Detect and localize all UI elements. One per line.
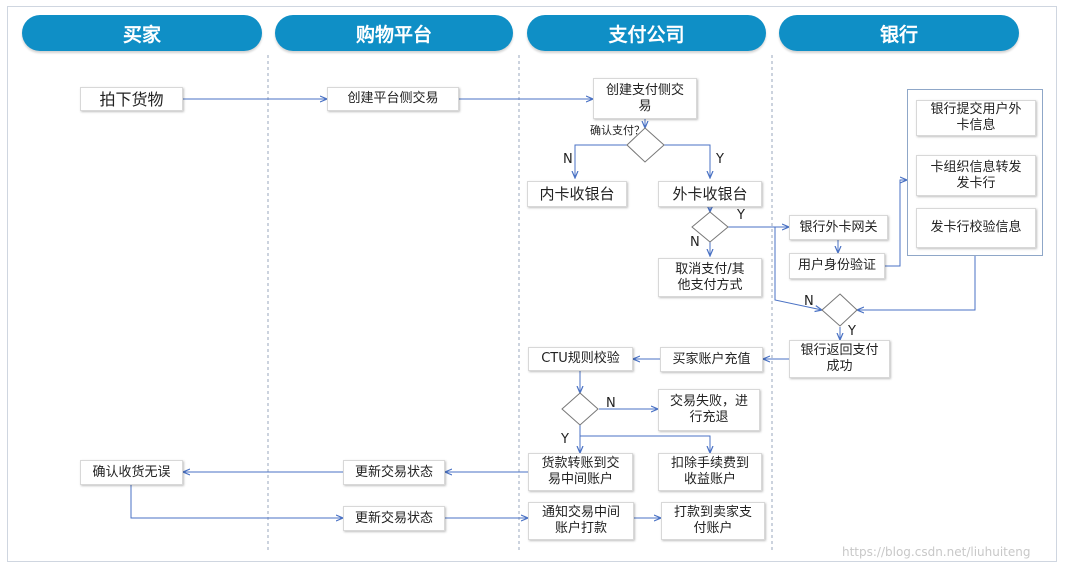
node-identity-verify: 用户身份验证 xyxy=(789,253,885,279)
diagram-frame xyxy=(7,6,1057,562)
arrow-gateway-to-diamond3 xyxy=(774,227,822,310)
decision-diamond-bank xyxy=(821,293,858,327)
label-y-external: Y xyxy=(716,152,724,167)
lane-header-buyer: 买家 xyxy=(22,15,262,51)
node-bank-submit: 银行提交用户外卡信息 xyxy=(916,100,1036,136)
arrow-identity-to-group xyxy=(885,180,907,267)
arrow-confirm-to-update2 xyxy=(130,485,343,518)
node-notify-mid: 通知交易中间账户打款 xyxy=(528,502,634,540)
lane-header-bank: 银行 xyxy=(779,15,1019,51)
node-pay-seller: 打款到卖家支付账户 xyxy=(661,502,765,540)
node-create-platform-tx: 创建平台侧交易 xyxy=(327,87,459,111)
label-n-retry: N xyxy=(804,294,814,309)
decision-diamond-card xyxy=(691,211,729,243)
arrow-diamond1-n xyxy=(575,144,628,178)
node-create-payment-tx: 创建支付侧交易 xyxy=(593,78,697,119)
arrow-diamond4-y-fee xyxy=(580,435,710,453)
node-internal-checkout: 内卡收银台 xyxy=(527,181,627,207)
node-issuer-verify: 发卡行校验信息 xyxy=(916,208,1036,248)
node-bank-gateway: 银行外卡网关 xyxy=(789,215,888,240)
node-buyer-topup: 买家账户充值 xyxy=(660,347,763,372)
label-y-gateway: Y xyxy=(737,208,745,223)
decision-diamond-ctu xyxy=(561,392,599,426)
label-n-internal: N xyxy=(563,152,573,167)
lane-header-platform: 购物平台 xyxy=(275,15,513,51)
decision-diamond-confirm xyxy=(626,127,665,163)
node-tx-fail: 交易失败，进行充退 xyxy=(658,389,760,431)
lane-header-payment: 支付公司 xyxy=(527,15,766,51)
node-confirm-receipt: 确认收货无误 xyxy=(80,460,183,485)
node-update-status-1: 更新交易状态 xyxy=(343,460,445,485)
node-external-checkout: 外卡收银台 xyxy=(658,181,762,207)
node-update-status-2: 更新交易状态 xyxy=(343,506,445,531)
node-bank-return: 银行返回支付成功 xyxy=(789,340,890,378)
node-card-org-forward: 卡组织信息转发发卡行 xyxy=(916,155,1036,196)
label-n-fail: N xyxy=(606,396,616,411)
node-place-order: 拍下货物 xyxy=(80,87,183,111)
watermark-text: https://blog.csdn.net/liuhuiteng xyxy=(842,545,1031,559)
arrow-diamond1-y xyxy=(664,144,710,178)
label-confirm-pay: 确认支付？ xyxy=(590,124,645,137)
label-n-cancel: N xyxy=(690,235,700,250)
label-y-transfer: Y xyxy=(561,432,569,447)
label-y-bank-return: Y xyxy=(848,324,856,339)
node-deduct-fee: 扣除手续费到收益账户 xyxy=(658,453,762,491)
node-ctu-check: CTU规则校验 xyxy=(528,347,633,371)
node-transfer-mid: 货款转账到交易中间账户 xyxy=(528,453,633,491)
arrow-group-to-diamond3 xyxy=(857,256,976,310)
node-cancel-payment: 取消支付/其他支付方式 xyxy=(658,258,762,297)
